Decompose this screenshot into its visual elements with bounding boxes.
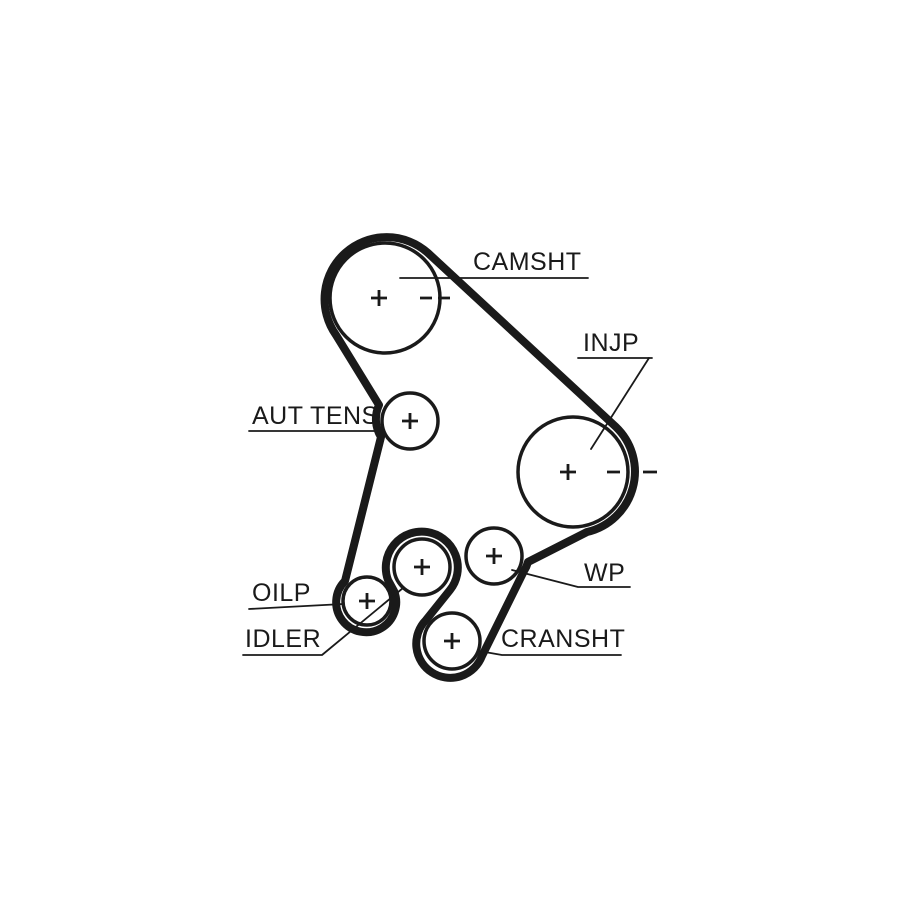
crankshaft-label: CRANSHT — [501, 625, 625, 653]
camshaft-plus-mark — [371, 290, 387, 306]
idler-label: IDLER — [245, 625, 321, 653]
crankshaft-leader-line — [478, 650, 622, 656]
oil-pump-plus-mark — [359, 593, 375, 609]
injection-pump-label: INJP — [583, 329, 639, 357]
tensioner-label: AUT TENS — [252, 402, 379, 430]
oil-pump-label: OILP — [252, 579, 311, 607]
oil-pump-leader-line — [248, 603, 344, 610]
injection-pump-plus-mark — [560, 464, 576, 480]
injection-pump-leader-line — [590, 357, 650, 450]
camshaft-label: CAMSHT — [473, 248, 582, 276]
water-pump-leader-line — [511, 569, 631, 588]
idler-leader-line — [242, 587, 404, 656]
crankshaft-plus-mark — [444, 633, 460, 649]
water-pump-label: WP — [584, 559, 625, 587]
timing-belt-path — [320, 233, 639, 682]
water-pump-plus-mark — [486, 548, 502, 564]
tensioner-plus-mark — [402, 413, 418, 429]
idler-plus-mark — [414, 559, 430, 575]
